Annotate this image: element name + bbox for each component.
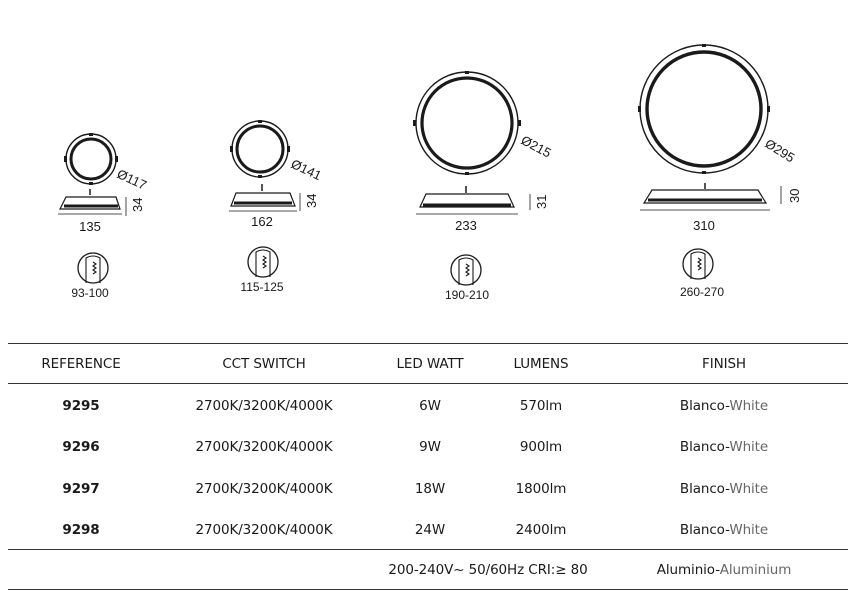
row-lumens: 570lm xyxy=(519,398,563,414)
diameter-label-9295: Ø117 xyxy=(115,166,149,193)
top-view-9297 xyxy=(413,71,521,175)
header-watt: LED WATT xyxy=(396,356,464,372)
top-view-9298 xyxy=(638,44,770,174)
finish-es: Blanco- xyxy=(679,439,730,455)
header-reference: REFERENCE xyxy=(41,356,121,372)
footer-electrical: 200-240V~ 50/60Hz CRI:≥ 80 xyxy=(388,562,588,578)
top-view-9296 xyxy=(230,120,290,178)
cutout-label-9297: 190-210 xyxy=(445,288,489,302)
top-view-9295 xyxy=(64,133,118,185)
width-label-9296: 162 xyxy=(251,214,273,229)
footer-material: Aluminio-Aluminium xyxy=(657,562,792,578)
height-label-9296: 34 xyxy=(304,194,319,208)
diameter-label-9297: Ø215 xyxy=(519,132,554,160)
table-row: 9296 2700K/3200K/4000K 9W 900lm Blanco-W… xyxy=(8,439,848,461)
finish-es: Blanco- xyxy=(679,522,730,538)
cutout-icon-9297 xyxy=(450,254,482,286)
row-reference: 9296 xyxy=(62,439,100,455)
row-reference: 9298 xyxy=(62,522,100,538)
height-label-9297: 31 xyxy=(534,195,549,209)
finish-en: White xyxy=(729,522,769,538)
finish-en: White xyxy=(729,481,769,497)
row-lumens: 2400lm xyxy=(515,522,567,538)
header-finish: FINISH xyxy=(702,356,746,372)
header-rule xyxy=(8,383,848,384)
row-watt: 18W xyxy=(414,481,446,497)
product-drawings: Ø117 135 34 93-100 Ø141 xyxy=(58,44,802,302)
table-row: 9297 2700K/3200K/4000K 18W 1800lm Blanco… xyxy=(8,481,848,503)
cutout-label-9295: 93-100 xyxy=(71,286,109,300)
row-lumens: 900lm xyxy=(519,439,563,455)
side-view-9297 xyxy=(416,186,531,215)
drawing-9296: Ø141 162 34 115-125 xyxy=(229,120,324,294)
height-label-9295: 34 xyxy=(130,198,145,212)
row-lumens: 1800lm xyxy=(515,481,567,497)
footer-top-rule xyxy=(8,549,848,550)
material-en: Aluminium xyxy=(719,562,792,578)
row-finish: Blanco-White xyxy=(680,398,768,414)
finish-en: White xyxy=(729,439,769,455)
width-label-9295: 135 xyxy=(79,219,101,234)
header-lumens: LUMENS xyxy=(513,356,569,372)
row-cct: 2700K/3200K/4000K xyxy=(195,398,333,414)
side-view-9296 xyxy=(229,184,301,212)
cutout-label-9296: 115-125 xyxy=(240,280,283,294)
row-finish: Blanco-White xyxy=(680,522,768,538)
footer-row: 200-240V~ 50/60Hz CRI:≥ 80 Aluminio-Alum… xyxy=(8,562,848,584)
row-watt: 24W xyxy=(414,522,446,538)
row-finish: Blanco-White xyxy=(680,481,768,497)
side-view-9298 xyxy=(640,183,782,211)
side-view-9295 xyxy=(58,189,127,216)
finish-es: Blanco- xyxy=(679,398,730,414)
finish-en: White xyxy=(729,398,769,414)
drawing-9298: Ø295 310 30 260-270 xyxy=(638,44,802,299)
table-top-rule xyxy=(8,343,848,344)
row-cct: 2700K/3200K/4000K xyxy=(195,439,333,455)
cutout-icon-9296 xyxy=(247,246,279,278)
table-bottom-rule xyxy=(8,589,848,590)
row-finish: Blanco-White xyxy=(680,439,768,455)
row-watt: 6W xyxy=(419,398,441,414)
row-reference: 9295 xyxy=(62,398,100,414)
table-header: REFERENCE CCT SWITCH LED WATT LUMENS FIN… xyxy=(8,356,848,378)
row-watt: 9W xyxy=(419,439,441,455)
diameter-label-9296: Ø141 xyxy=(289,156,324,183)
finish-es: Blanco- xyxy=(679,481,730,497)
cutout-label-9298: 260-270 xyxy=(680,285,724,299)
drawing-9295: Ø117 135 34 93-100 xyxy=(58,133,149,300)
table-row: 9298 2700K/3200K/4000K 24W 2400lm Blanco… xyxy=(8,522,848,544)
width-label-9297: 233 xyxy=(455,218,477,233)
row-cct: 2700K/3200K/4000K xyxy=(195,481,333,497)
row-cct: 2700K/3200K/4000K xyxy=(195,522,333,538)
table-row: 9295 2700K/3200K/4000K 6W 570lm Blanco-W… xyxy=(8,398,848,420)
material-es: Aluminio- xyxy=(656,562,720,578)
diameter-label-9298: Ø295 xyxy=(762,136,797,166)
cutout-icon-9298 xyxy=(682,248,714,280)
height-label-9298: 30 xyxy=(787,189,802,203)
cutout-icon-9295 xyxy=(77,252,109,284)
width-label-9298: 310 xyxy=(693,218,715,233)
drawing-9297: Ø215 233 31 190-210 xyxy=(413,71,554,302)
row-reference: 9297 xyxy=(62,481,100,497)
header-cct: CCT SWITCH xyxy=(222,356,306,372)
